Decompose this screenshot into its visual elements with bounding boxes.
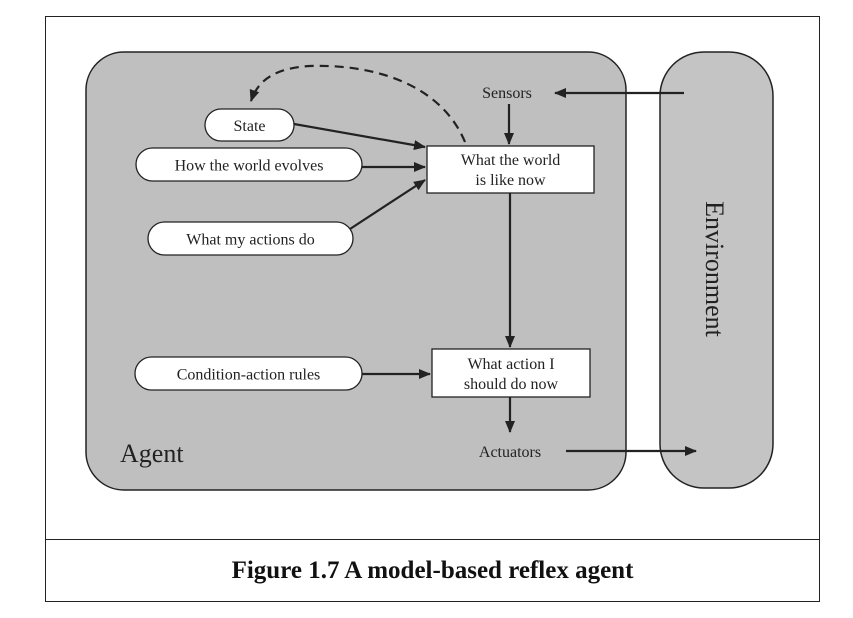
agent-region [85,51,627,491]
world-now-box [426,145,595,194]
agent-label: Agent [120,439,184,468]
how-world-evolves-label: How the world evolves [175,158,324,175]
sensors-label: Sensors [482,85,532,102]
what-my-actions-do-label: What my actions do [186,232,314,249]
action-now-line1: What action I [467,356,554,373]
actuators-label: Actuators [479,444,541,461]
world-now-line2: is like now [475,172,546,189]
action-now-box [431,348,591,398]
environment-label: Environment [700,201,729,338]
state-label: State [234,118,266,135]
action-now-line2: should do now [464,376,559,393]
dashed-arrow-world-now-to-state [249,64,467,143]
arrow-actions-do-to-world-now [349,179,426,230]
how-world-evolves-pill [135,147,363,182]
world-now-line1: What the world [461,152,561,169]
environment-region [659,51,774,489]
what-my-actions-do-pill [147,221,354,256]
caption-divider [46,539,819,540]
condition-action-rules-label: Condition-action rules [177,367,321,384]
arrow-state-to-world-now [293,122,426,151]
figure-caption: Figure 1.7 A model-based reflex agent [231,556,634,584]
